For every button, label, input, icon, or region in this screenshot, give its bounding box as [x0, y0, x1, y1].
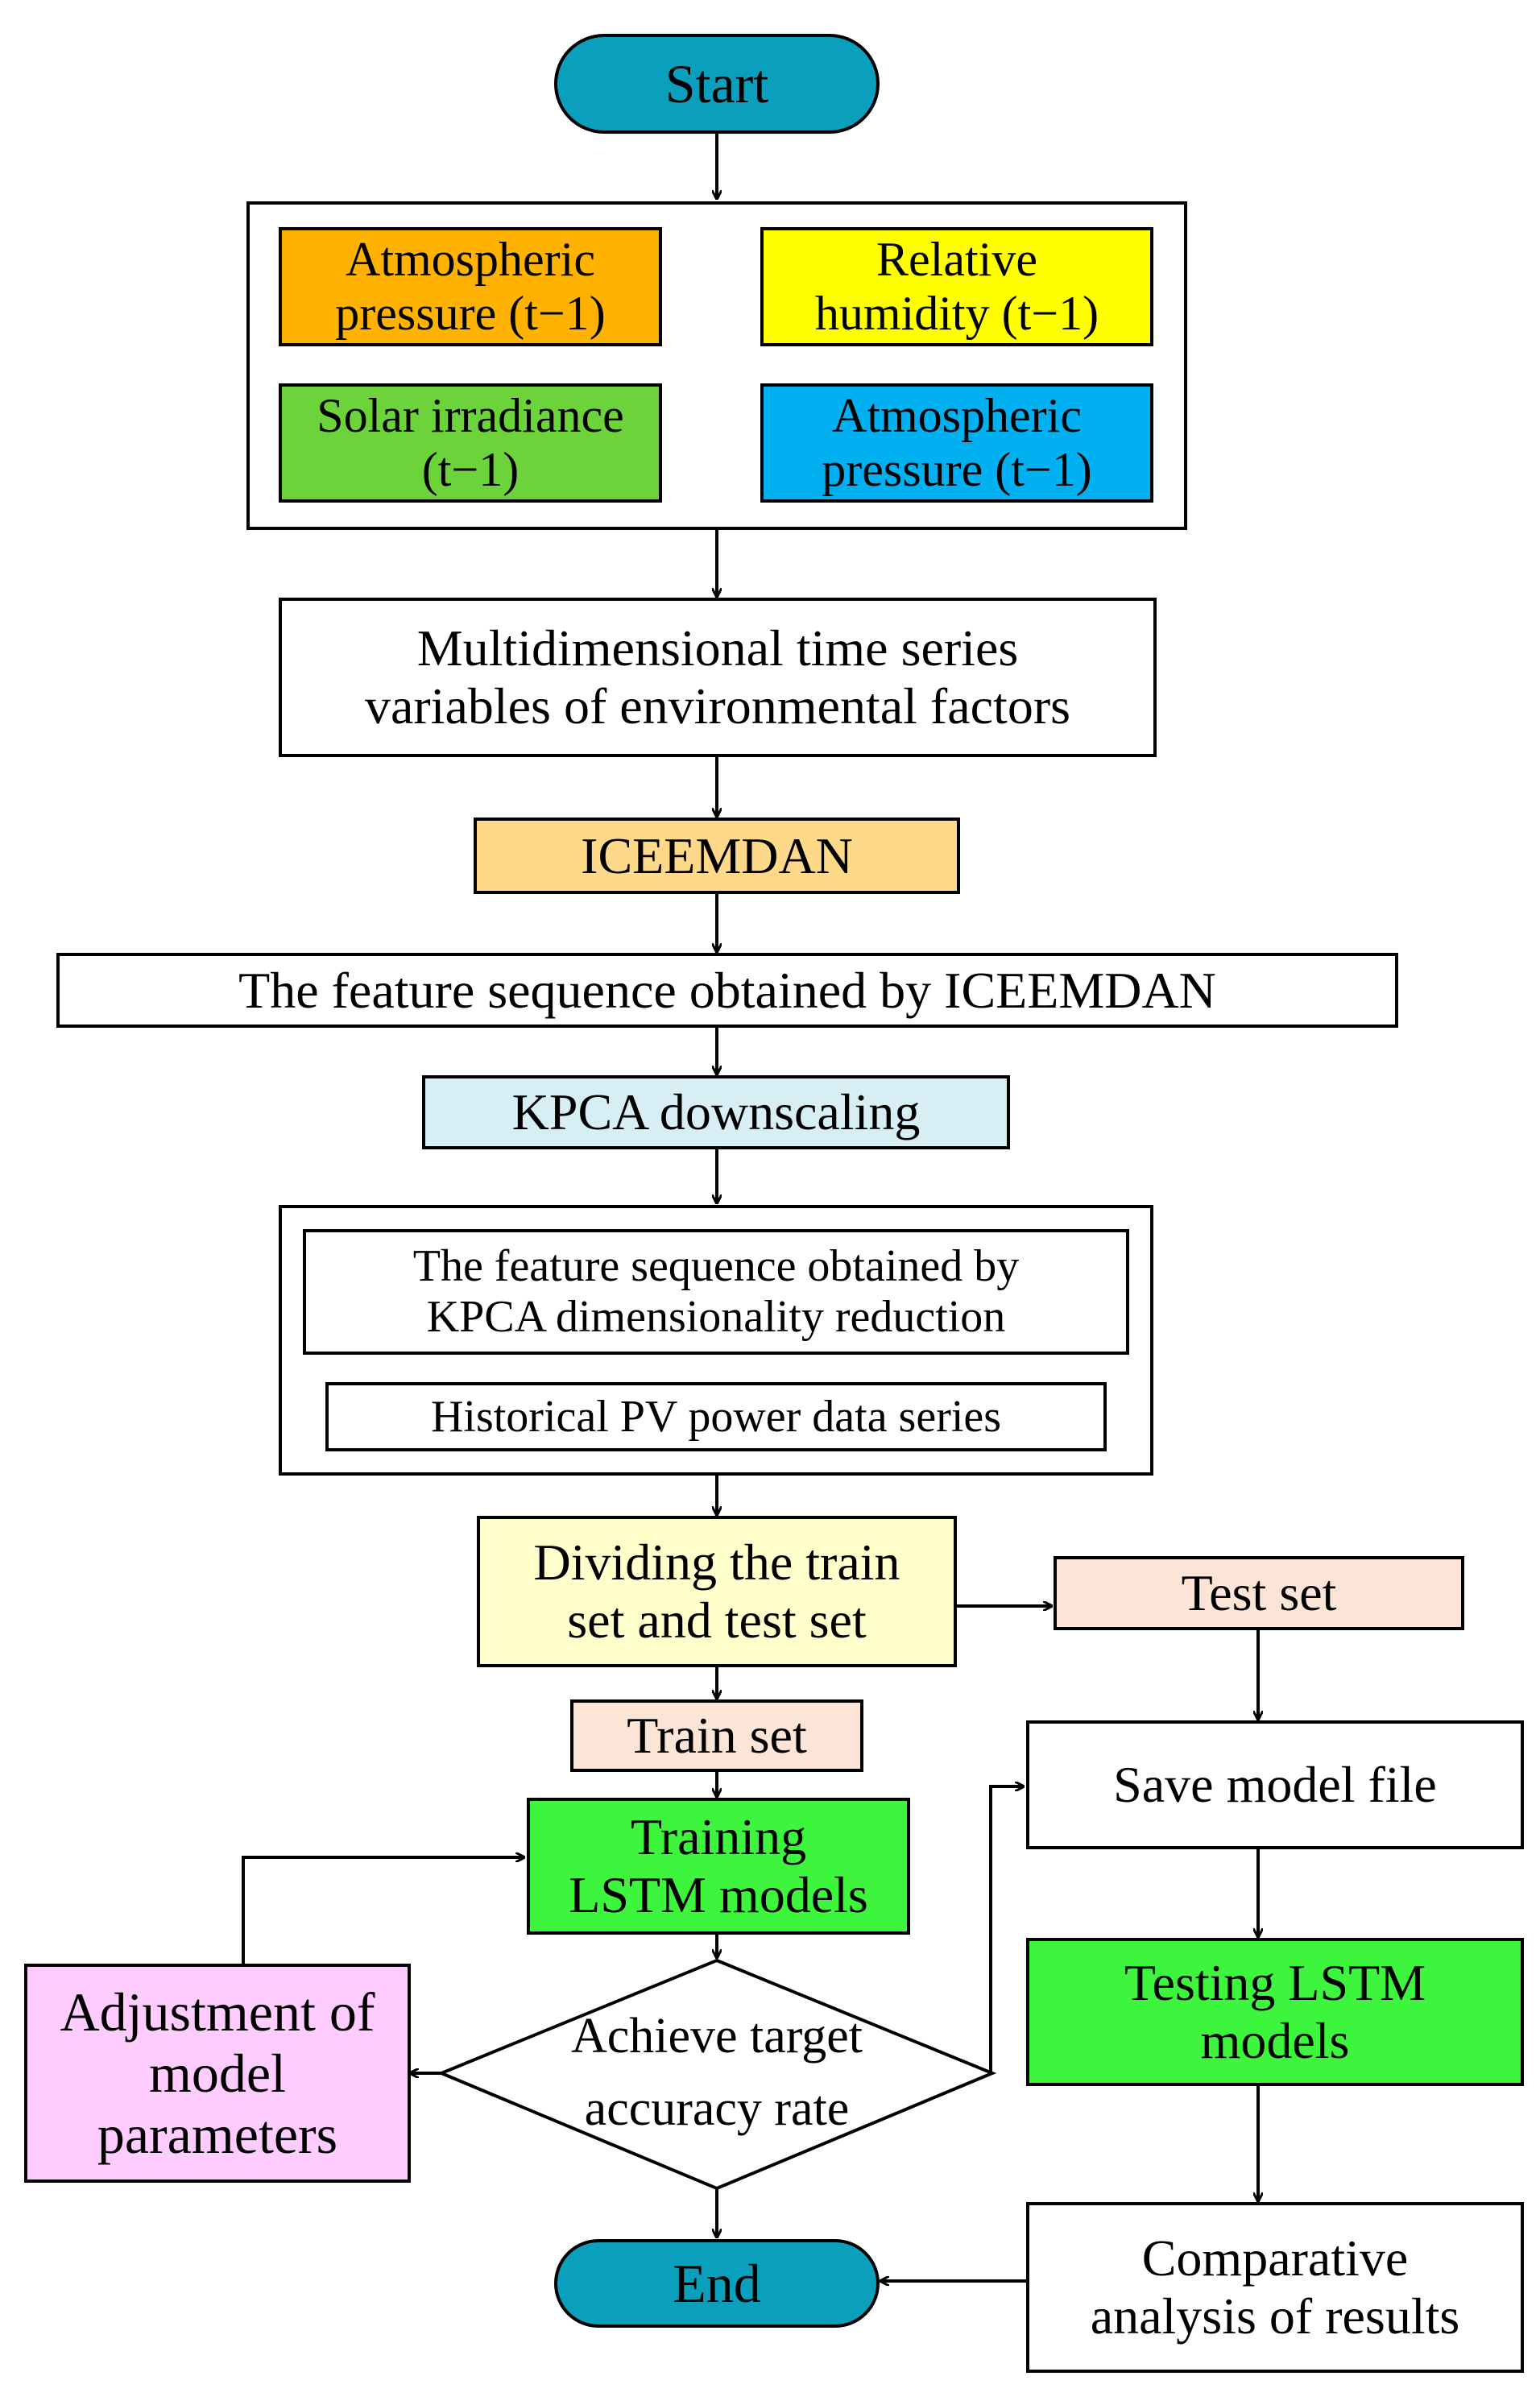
input-atmospheric-pressure-2: Atmospheric pressure (t−1)	[760, 383, 1153, 503]
arrow-decision-to-save	[989, 1786, 1023, 2073]
train-set-box: Train set	[570, 1699, 863, 1772]
save-model-file-box: Save model file	[1026, 1720, 1524, 1849]
dividing-train-test-box: Dividing the train set and test set	[477, 1516, 957, 1667]
input-relative-humidity: Relative humidity (t−1)	[760, 227, 1153, 346]
end-label: End	[673, 2252, 761, 2314]
feature-sequence-iceemdan-box: The feature sequence obtained by ICEEMDA…	[56, 953, 1398, 1028]
kpca-downscaling-box: KPCA downscaling	[422, 1075, 1010, 1149]
kpca-output-group	[279, 1205, 1153, 1476]
multidimensional-variables-box: Multidimensional time series variables o…	[279, 598, 1157, 757]
iceemdan-box: ICEEMDAN	[474, 818, 960, 894]
inputs-group	[246, 201, 1187, 530]
training-lstm-box: Training LSTM models	[527, 1798, 910, 1935]
test-set-box: Test set	[1054, 1556, 1464, 1630]
input-solar-irradiance: Solar irradiance (t−1)	[279, 383, 662, 503]
historical-pv-power-box: Historical PV power data series	[325, 1382, 1107, 1451]
testing-lstm-box: Testing LSTM models	[1026, 1938, 1524, 2086]
arrow-adjustment-to-training	[242, 1857, 524, 1964]
feature-sequence-kpca-box: The feature sequence obtained by KPCA di…	[303, 1229, 1129, 1355]
comparative-analysis-box: Comparative analysis of results	[1026, 2202, 1524, 2373]
start-label: Start	[664, 52, 769, 114]
decision-diamond	[437, 1958, 997, 2191]
adjustment-parameters-box: Adjustment of model parameters	[24, 1964, 411, 2183]
input-atmospheric-pressure-1: Atmospheric pressure (t−1)	[279, 227, 662, 346]
start-terminal: Start	[554, 34, 880, 134]
end-terminal: End	[554, 2239, 880, 2328]
decision-label: Achieve target accuracy rate	[570, 2009, 863, 2136]
